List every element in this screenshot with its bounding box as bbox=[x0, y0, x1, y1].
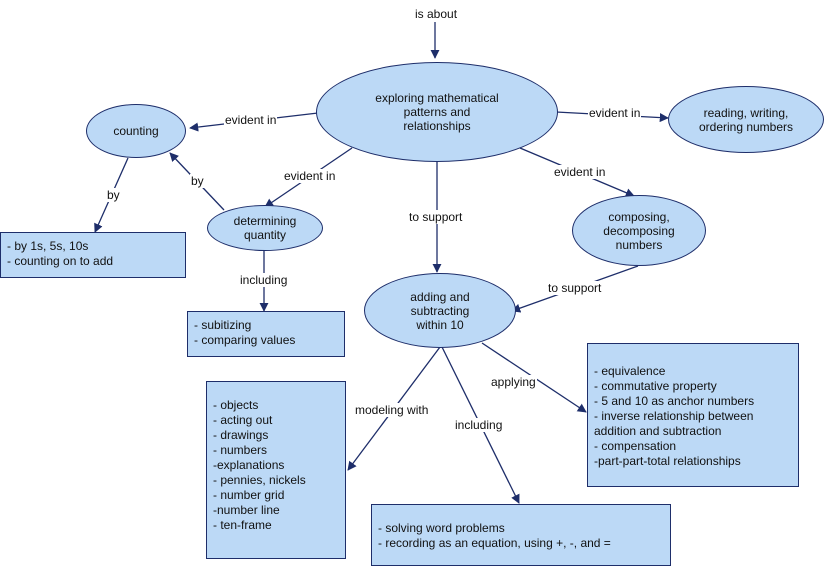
box-modeling-item: -number line bbox=[213, 503, 280, 517]
box-modeling-item: - numbers bbox=[213, 443, 268, 457]
box-modeling-item: - pennies, nickels bbox=[213, 473, 306, 487]
link-label-evident-in-mid: evident in bbox=[283, 169, 337, 183]
node-reading[interactable]: reading, writing, ordering numbers bbox=[668, 86, 824, 153]
link-label-evident-in-composing: evident in bbox=[553, 165, 607, 179]
box-modeling-item: - number grid bbox=[213, 488, 285, 502]
link-label-including-determining: including bbox=[239, 273, 289, 287]
box-modeling-item: - objects bbox=[213, 398, 259, 412]
box-by-item: - by 1s, 5s, 10s bbox=[7, 239, 89, 253]
box-applying-item: - compensation bbox=[594, 439, 677, 453]
link-label-to-support-composing: to support bbox=[547, 281, 603, 295]
box-by-item: - counting on to add bbox=[7, 254, 114, 268]
node-adding[interactable]: adding and subtracting within 10 bbox=[364, 273, 516, 348]
link-label-applying: applying bbox=[490, 375, 537, 389]
box-modeling-item: - drawings bbox=[213, 428, 269, 442]
box-subitizing-item: - comparing values bbox=[194, 333, 296, 347]
box-applying-item: - commutative property bbox=[594, 379, 717, 393]
link-label-by-counting: by bbox=[106, 188, 121, 202]
box-applying-item: - equivalence bbox=[594, 364, 666, 378]
link-label-including-adding: including bbox=[454, 418, 504, 432]
box-modeling[interactable]: - objects - acting out - drawings - numb… bbox=[206, 381, 346, 559]
box-applying-item: - 5 and 10 as anchor numbers bbox=[594, 394, 755, 408]
link-label-evident-in-right: evident in bbox=[588, 106, 642, 120]
link-label-to-support-center: to support bbox=[408, 210, 464, 224]
box-word-problems[interactable]: - solving word problems - recording as a… bbox=[371, 504, 671, 566]
node-counting[interactable]: counting bbox=[86, 104, 186, 158]
node-composing[interactable]: composing, decomposing numbers bbox=[572, 195, 706, 266]
box-word-item: - recording as an equation, using +, -, … bbox=[378, 536, 611, 550]
box-modeling-item: -explanations bbox=[213, 458, 285, 472]
box-by[interactable]: - by 1s, 5s, 10s - counting on to add bbox=[0, 232, 186, 278]
box-modeling-item: - acting out bbox=[213, 413, 273, 427]
link-label-modeling-with: modeling with bbox=[354, 403, 430, 417]
box-subitizing[interactable]: - subitizing - comparing values bbox=[187, 311, 345, 357]
box-applying-item: - inverse relationship between addition … bbox=[594, 409, 754, 438]
box-word-item: - solving word problems bbox=[378, 521, 505, 535]
box-modeling-item: - ten-frame bbox=[213, 518, 272, 532]
link-label-by-determining: by bbox=[190, 174, 205, 188]
link-label-evident-in-left: evident in bbox=[224, 113, 278, 127]
link-label-is-about: is about bbox=[414, 7, 459, 21]
box-applying-item: -part-part-total relationships bbox=[594, 454, 741, 468]
box-subitizing-item: - subitizing bbox=[194, 318, 252, 332]
node-central[interactable]: exploring mathematical patterns and rela… bbox=[316, 62, 558, 162]
node-determining[interactable]: determining quantity bbox=[207, 205, 323, 251]
box-applying[interactable]: - equivalence - commutative property - 5… bbox=[587, 343, 799, 487]
